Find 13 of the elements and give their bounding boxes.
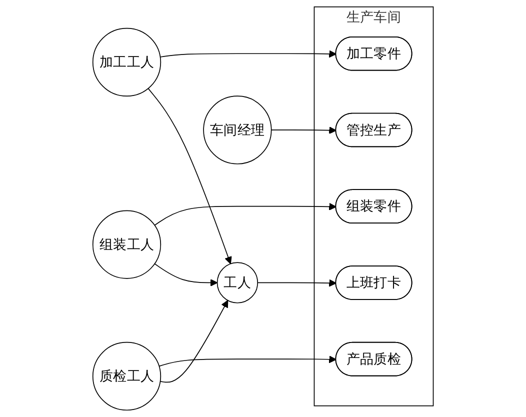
arrow <box>154 202 336 226</box>
arrow <box>257 279 336 287</box>
arrow <box>160 300 228 383</box>
arrow <box>270 126 336 134</box>
node-circle: 工人 <box>216 262 258 304</box>
node-circle: 组装工人 <box>92 210 162 279</box>
node-circle: 车间经理 <box>203 96 272 164</box>
node-circle: 质检工人 <box>92 342 162 411</box>
arrow <box>148 88 232 264</box>
arrow <box>160 50 336 58</box>
arrow <box>154 263 218 286</box>
node-circle: 加工工人 <box>92 28 162 97</box>
arrow <box>158 356 336 367</box>
